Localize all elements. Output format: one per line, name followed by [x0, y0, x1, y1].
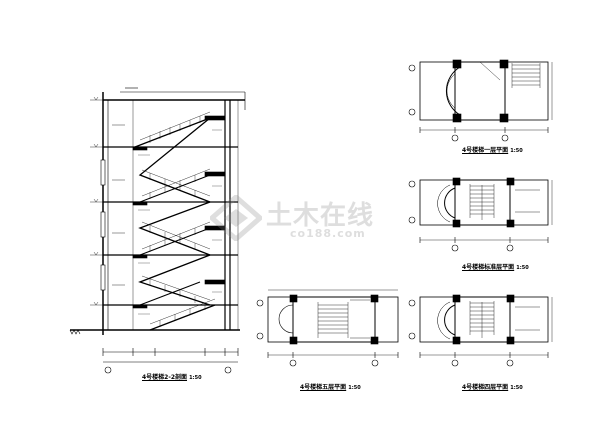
watermark-logo-icon	[210, 195, 262, 241]
plan-fifth-caption: 4号楼梯五层平面 1:50	[300, 382, 361, 391]
section-view	[69, 87, 246, 374]
plan-standard-scale: 1:50	[516, 265, 529, 271]
plan-fourth-scale: 1:50	[510, 385, 523, 391]
plan-first-caption: 4号楼梯一层平面 1:50	[462, 145, 523, 154]
section-caption: 4号楼梯2-2剖面 1:50	[142, 372, 202, 381]
plan-standard-title: 4号楼梯标准层平面	[462, 264, 515, 271]
plan-fifth-floor	[256, 289, 399, 367]
plan-first-title: 4号楼梯一层平面	[462, 147, 509, 154]
watermark-text: 土木在线	[266, 201, 375, 231]
plan-fourth-title: 4号楼梯四层平面	[462, 384, 509, 391]
watermark: 土木在线 co188.com	[210, 195, 420, 245]
plan-first-floor	[408, 59, 553, 142]
watermark-url: co188.com	[290, 227, 366, 240]
plan-standard-caption: 4号楼梯标准层平面 1:50	[462, 262, 529, 271]
section-scale: 1:50	[189, 375, 202, 381]
plan-fifth-title: 4号楼梯五层平面	[300, 384, 347, 391]
plan-standard-floor	[408, 177, 553, 252]
plan-first-scale: 1:50	[510, 148, 523, 154]
plan-fourth-caption: 4号楼梯四层平面 1:50	[462, 382, 523, 391]
plan-fourth-floor	[408, 294, 553, 367]
section-title: 4号楼梯2-2剖面	[142, 374, 188, 381]
plan-fifth-scale: 1:50	[348, 385, 361, 391]
